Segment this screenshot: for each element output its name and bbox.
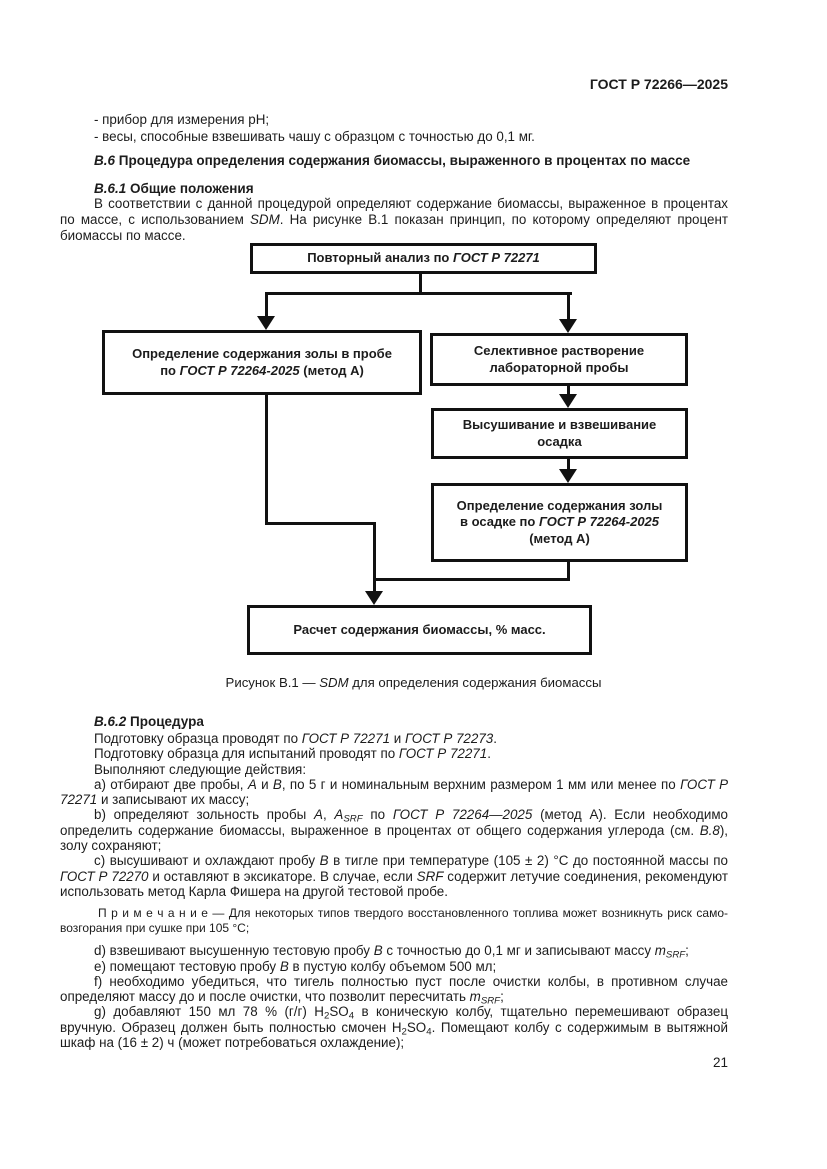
document-code-header: ГОСТ Р 72266—2025 <box>589 76 728 92</box>
connector-line <box>265 292 572 295</box>
arrow-down-icon <box>559 394 577 408</box>
heading-b62: В.6.2 Процедура <box>94 714 204 729</box>
list-item-g: g) добавляют 150 мл 78 % (г/г) H2SO4 в к… <box>60 1004 728 1051</box>
connector-line <box>373 522 376 593</box>
connector-line <box>419 272 422 295</box>
flowchart-box-label: осадка <box>537 433 582 449</box>
paragraph: Подготовку образца проводят по ГОСТ Р 72… <box>94 731 497 746</box>
flowchart-box-selective-dissolution: Селективное растворение лабораторной про… <box>430 333 688 386</box>
connector-line <box>567 292 570 320</box>
connector-line <box>265 292 268 318</box>
heading-b61: В.6.1 Общие положения <box>94 181 254 196</box>
note-paragraph: П р и м е ч а н и е — Для некоторых типо… <box>60 906 728 936</box>
flowchart-box-label: Определение содержания золы <box>456 497 663 513</box>
connector-line <box>373 578 570 581</box>
flowchart-box-label: по ГОСТ Р 72264-2025 (метод А) <box>160 362 364 378</box>
flowchart-box-dry-and-weigh: Высушивание и взвешивание осадка <box>431 408 688 459</box>
flowchart-box-label: Селективное растворение <box>473 343 645 358</box>
connector-line <box>567 562 570 581</box>
bullet-scales: - весы, способные взвешивать чашу с обра… <box>94 129 535 144</box>
flowchart-box-ash-in-residue: Определение содержания золы в осадке по … <box>431 483 688 562</box>
connector-line <box>265 522 376 525</box>
list-item-f: f) необходимо убедиться, что тигель полн… <box>60 973 728 1007</box>
procedure-text: Подготовку образца проводят по ГОСТ Р 72… <box>60 731 728 1050</box>
list-item-d: d) взвешивают высушенную тестовую пробу … <box>94 943 689 961</box>
flowchart-box-ash-in-sample: Определение содержания золы в пробе по Г… <box>102 330 422 395</box>
flowchart-box-biomass-calculation: Расчет содержания биомассы, % масс. <box>247 605 592 655</box>
connector-line <box>567 385 570 396</box>
paragraph: Выполняют следующие действия: <box>94 761 307 777</box>
bullet-ph-meter: - прибор для измерения pH; <box>94 112 270 127</box>
flowchart-box-label: Повторный анализ по ГОСТ Р 72271 <box>307 250 540 266</box>
list-item-e: е) помещают тестовую пробу В в пустую ко… <box>94 958 497 974</box>
flowchart-figure: Повторный анализ по ГОСТ Р 72271 Определ… <box>0 233 827 677</box>
list-item-a: а) отбирают две пробы, А и В, по 5 г и н… <box>60 776 729 808</box>
flowchart-box-label: Высушивание и взвешивание <box>462 417 657 432</box>
connector-line <box>265 394 268 524</box>
figure-caption: Рисунок В.1 — SDM для определения содерж… <box>225 675 602 690</box>
connector-line <box>567 459 570 471</box>
page-number: 21 <box>712 1055 728 1070</box>
paragraph-b61: В соответствии с данной процедурой опред… <box>60 196 728 243</box>
equipment-bullet-list: - прибор для измерения pH; - весы, спосо… <box>94 111 734 145</box>
flowchart-box-label: в осадке по ГОСТ Р 72264-2025 <box>459 514 660 530</box>
flowchart-box-label: (метод А) <box>529 530 590 546</box>
arrow-down-icon <box>559 319 577 333</box>
arrow-down-icon <box>559 469 577 483</box>
flowchart-box-repeat-analysis: Повторный анализ по ГОСТ Р 72271 <box>250 243 597 274</box>
list-item-c: с) высушивают и охлаждают пробу В в тигл… <box>60 853 729 899</box>
flowchart-box-label: Определение содержания золы в пробе <box>132 346 392 361</box>
list-item-b: b) определяют зольность пробы А, АSRF по… <box>60 807 728 854</box>
paragraph: Подготовку образца для испытаний проводя… <box>94 746 491 762</box>
flowchart-box-label: лабораторной пробы <box>489 359 629 375</box>
arrow-down-icon <box>365 591 383 605</box>
arrow-down-icon <box>257 316 275 330</box>
flowchart-box-label: Расчет содержания биомассы, % масс. <box>293 621 546 637</box>
heading-b6: В.6 Процедура определения содержания био… <box>94 153 691 168</box>
